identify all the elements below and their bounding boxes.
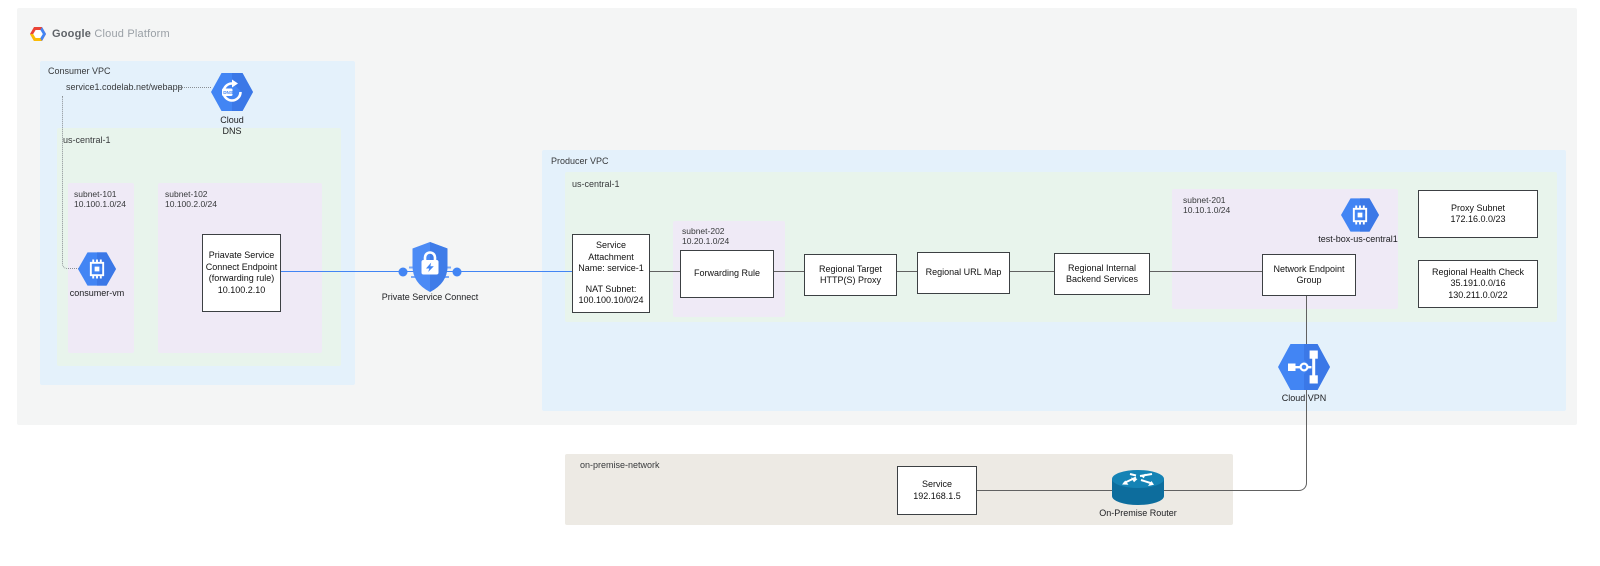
brand-google: Google (52, 28, 92, 40)
cloud-dns-icon: DNS (211, 73, 253, 111)
on-premise-network-label: on-premise-network (580, 460, 660, 470)
consumer-region-label: us-central-1 (63, 135, 111, 145)
cloud-vpn-label: Cloud VPN (1281, 393, 1327, 403)
subnet-101-name: subnet-101 (74, 189, 117, 199)
gcp-hexagon-logo-icon (30, 27, 46, 41)
service-attachment-nat-line: 100.100.10/0/24 (578, 295, 644, 306)
regional-health-check-line: 130.211.0.0/22 (1448, 289, 1508, 300)
producer-region-label: us-central-1 (572, 179, 620, 189)
subnet-202-name: subnet-202 (682, 226, 725, 236)
on-premise-service-box: Service 192.168.1.5 (897, 466, 977, 515)
test-box-vm-label: test-box-us-central1 (1318, 234, 1398, 244)
regional-target-proxy-line: HTTP(S) Proxy (819, 275, 881, 285)
attachment-to-forwarding-line (650, 271, 680, 272)
proxy-subnet-line: Proxy Subnet (1450, 202, 1506, 213)
consumer-vm-icon (78, 252, 116, 286)
urlmap-to-backend-line (1010, 271, 1054, 272)
regional-backend-services-box: Regional Internal Backend Services (1054, 253, 1150, 295)
regional-url-map-label: Regional URL Map (925, 267, 1002, 278)
service-attachment-line: Name: service-1 (578, 263, 644, 274)
network-endpoint-group-line: Group (1296, 275, 1322, 285)
subnet-102-cidr: 10.100.2.0/24 (165, 199, 217, 209)
service-attachment-box: Service Attachment Name: service-1 NAT S… (572, 234, 650, 313)
consumer-vm-label: consumer-vm (69, 288, 125, 298)
svg-text:DNS: DNS (223, 90, 233, 95)
psc-endpoint-line: Connect Endpoint (205, 261, 278, 272)
cloud-dns-label: Cloud DNS (207, 115, 257, 136)
proxy-subnet-box: Proxy Subnet 172.16.0.0/23 (1418, 190, 1538, 238)
regional-health-check-line: Regional Health Check (1431, 266, 1525, 277)
regional-backend-services-line: Regional Internal (1067, 262, 1137, 273)
forwarding-rule-label: Forwarding Rule (693, 268, 761, 279)
subnet-202-cidr: 10.20.1.0/24 (682, 236, 730, 246)
private-service-connect-icon (398, 242, 462, 292)
subnet-201-name: subnet-201 (1183, 195, 1226, 205)
forwarding-rule-box: Forwarding Rule (680, 250, 774, 298)
regional-health-check-box: Regional Health Check 35.191.0.0/16 130.… (1418, 260, 1538, 308)
psc-endpoint-line: 10.100.2.10 (217, 284, 266, 295)
brand-text: Google Cloud Platform (52, 28, 170, 40)
cloud-dns-label-line1: Cloud (220, 115, 244, 125)
brand-suffix: Cloud Platform (94, 28, 170, 40)
backend-to-neg-line (1150, 271, 1262, 272)
regional-target-proxy-box: Regional Target HTTP(S) Proxy (804, 254, 897, 296)
psc-endpoint-line: (forwarding rule) (208, 273, 275, 283)
subnet-201-cidr: 10.10.1.0/24 (1183, 205, 1231, 215)
regional-backend-services-line: Backend Services (1065, 274, 1139, 284)
test-box-vm-icon (1341, 198, 1379, 232)
private-service-connect-label: Private Service Connect (381, 292, 479, 302)
service-attachment-line: Attachment (588, 251, 634, 262)
dns-record-to-clouddns-dotted-line (179, 87, 211, 88)
psc-endpoint-box: Priavate Service Connect Endpoint (forwa… (202, 234, 281, 312)
cloud-vpn-icon (1278, 344, 1330, 390)
forwarding-to-proxy-line (774, 271, 804, 272)
subnet-102-name: subnet-102 (165, 189, 208, 199)
network-endpoint-group-box: Network Endpoint Group (1262, 254, 1356, 296)
on-premise-router-label: On-Premise Router (1099, 508, 1177, 518)
network-endpoint-group-line: Network Endpoint (1273, 263, 1345, 274)
subnet-101-cidr: 10.100.1.0/24 (74, 199, 126, 209)
on-premise-router-icon (1112, 470, 1164, 505)
service-attachment-nat-line: NAT Subnet: (585, 283, 637, 294)
dns-record-text: service1.codelab.net/webapp (66, 82, 183, 92)
dns-record-to-consumer-vm-dotted-line (62, 96, 81, 269)
proxy-to-urlmap-line (897, 271, 917, 272)
producer-vpc-label: Producer VPC (551, 156, 609, 166)
regional-target-proxy-line: Regional Target (819, 263, 882, 274)
consumer-vpc-label: Consumer VPC (48, 66, 111, 76)
on-premise-service-line: 192.168.1.5 (913, 490, 961, 501)
proxy-subnet-line: 172.16.0.0/23 (1450, 214, 1506, 224)
cloud-dns-label-line2: DNS (222, 125, 242, 136)
psc-endpoint-line: Priavate Service (208, 250, 275, 260)
gcp-logo: Google Cloud Platform (30, 27, 170, 41)
on-premise-service-line: Service (921, 479, 952, 489)
neg-vpn-router-connector (977, 295, 1307, 491)
service-attachment-line: Service (595, 240, 626, 251)
regional-health-check-line: 35.191.0.0/16 (1450, 278, 1506, 289)
regional-url-map-box: Regional URL Map (917, 252, 1010, 294)
